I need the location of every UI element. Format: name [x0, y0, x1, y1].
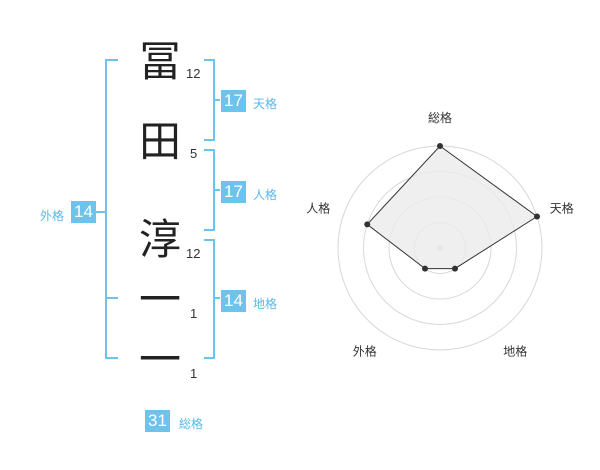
radar-point-3 — [451, 265, 458, 272]
stroke-count-4: 1 — [190, 306, 198, 321]
radar-axis-label-2: 天格 — [550, 200, 574, 215]
radar-point-1 — [437, 143, 443, 149]
name-char-5: 一 — [138, 335, 181, 384]
gaikaku-bracket — [105, 59, 118, 359]
stroke-count-1: 12 — [186, 66, 201, 81]
radar-axis-label-1: 総格 — [428, 110, 452, 125]
radar-axis-label-3: 地格 — [503, 344, 527, 359]
jinkaku-label: 人格 — [253, 188, 278, 202]
name-char-4: 一 — [138, 275, 181, 324]
soukaku-label: 総格 — [179, 417, 204, 431]
name-char-1: 冨 — [138, 37, 181, 86]
chikaku-value: 14 — [221, 290, 246, 312]
tenkaku-label: 天格 — [253, 97, 278, 111]
tenkaku-value: 17 — [221, 90, 246, 112]
radar-point-2 — [534, 213, 541, 220]
stroke-count-2: 5 — [190, 146, 198, 161]
radar-axis-label-4: 外格 — [353, 344, 377, 359]
jinkaku-value: 17 — [221, 181, 246, 203]
stroke-count-3: 12 — [186, 246, 201, 261]
name-char-3: 淳 — [138, 215, 181, 264]
gaikaku-label: 外格 — [40, 209, 65, 223]
stroke-count-5: 1 — [190, 366, 198, 381]
name-char-2: 田 — [138, 117, 181, 166]
radar-point-4 — [422, 265, 429, 272]
soukaku-value: 31 — [145, 410, 170, 432]
radar-point-5 — [364, 221, 371, 228]
gaikaku-value: 14 — [71, 201, 96, 223]
chikaku-label: 地格 — [253, 297, 278, 311]
radar-axis-label-5: 人格 — [306, 200, 330, 215]
radar-polygon — [366, 145, 538, 270]
